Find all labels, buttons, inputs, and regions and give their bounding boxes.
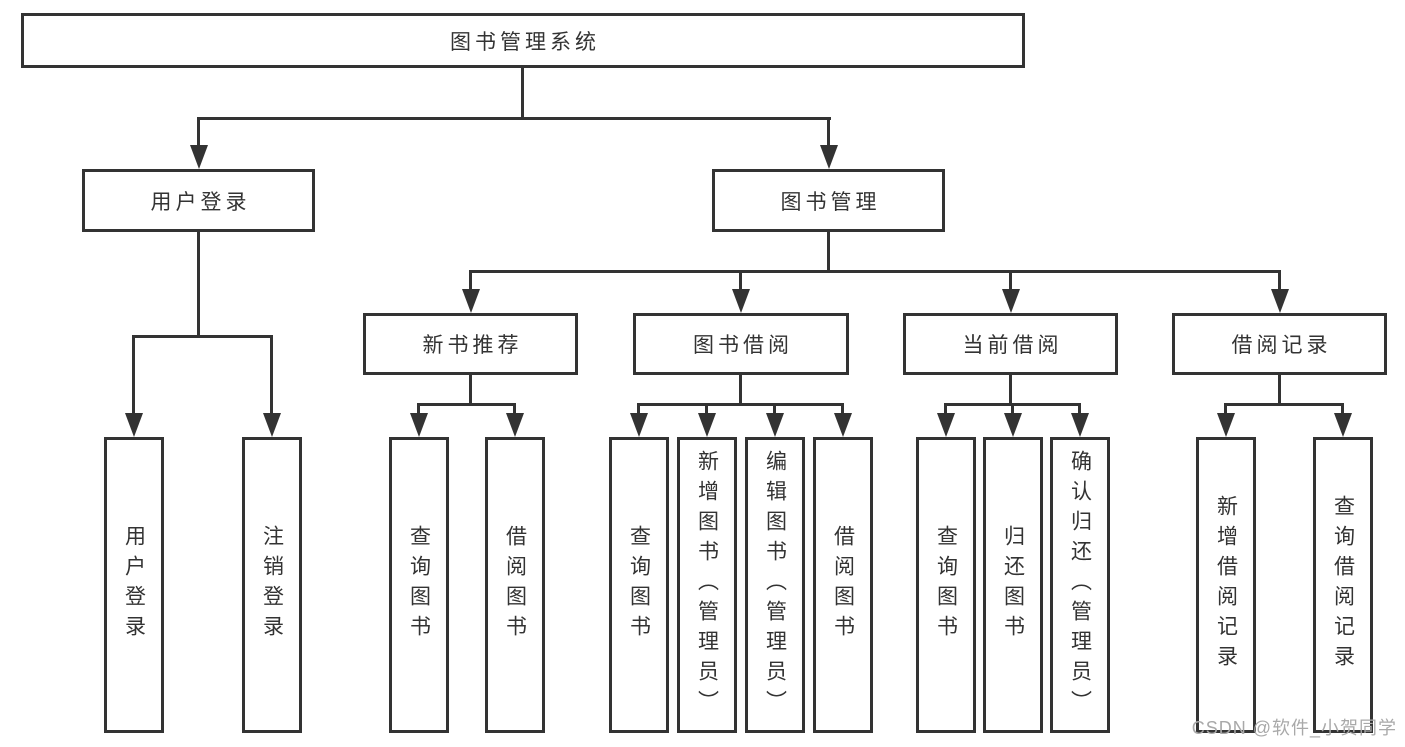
arrow-down-icon (766, 413, 784, 437)
connector-line (197, 120, 200, 146)
arrow-down-icon (834, 413, 852, 437)
leaf-query-borrow-record: 查询借阅记录 (1313, 437, 1373, 733)
arrow-down-icon (698, 413, 716, 437)
connector-line (637, 406, 640, 413)
connector-line (417, 403, 516, 406)
arrow-down-icon (1217, 413, 1235, 437)
arrow-down-icon (1334, 413, 1352, 437)
connector-line (827, 120, 830, 146)
connector-line (841, 406, 844, 413)
connector-line (944, 403, 1081, 406)
leaf-add-borrow-record: 新增借阅记录 (1196, 437, 1256, 733)
arrow-down-icon (1004, 413, 1022, 437)
leaf-return-books: 归还图书 (983, 437, 1043, 733)
arrow-down-icon (462, 289, 480, 313)
connector-line (270, 338, 273, 413)
arrow-down-icon (410, 413, 428, 437)
connector-line (513, 406, 516, 413)
arrow-down-icon (1002, 289, 1020, 313)
leaf-query-books-current: 查询图书 (916, 437, 976, 733)
node-library-management-system: 图书管理系统 (21, 13, 1025, 68)
connector-line (1341, 406, 1344, 413)
connector-line (197, 232, 200, 338)
leaf-confirm-return-admin: 确认归还（管理员） (1050, 437, 1110, 733)
arrow-down-icon (125, 413, 143, 437)
connector-line (637, 403, 844, 406)
leaf-user-login: 用户登录 (104, 437, 164, 733)
connector-line (944, 406, 947, 413)
connector-line (1224, 403, 1344, 406)
connector-line (132, 338, 135, 413)
arrow-down-icon (937, 413, 955, 437)
connector-line (197, 117, 831, 120)
leaf-logout-login: 注销登录 (242, 437, 302, 733)
connector-line (1278, 273, 1281, 289)
connector-line (1011, 406, 1014, 413)
connector-line (132, 335, 273, 338)
node-book-borrowing: 图书借阅 (633, 313, 849, 375)
arrow-down-icon (506, 413, 524, 437)
csdn-watermark: CSDN @软件_小贺同学 (1191, 718, 1397, 738)
leaf-query-books-borrowing: 查询图书 (609, 437, 669, 733)
connector-line (739, 375, 742, 406)
leaf-add-books-admin: 新增图书（管理员） (677, 437, 737, 733)
arrow-down-icon (1071, 413, 1089, 437)
connector-line (469, 375, 472, 406)
connector-line (521, 68, 524, 118)
connector-line (773, 406, 776, 413)
connector-line (469, 270, 1281, 273)
connector-line (417, 406, 420, 413)
node-user-login: 用户登录 (82, 169, 315, 232)
connector-line (827, 232, 830, 273)
arrow-down-icon (263, 413, 281, 437)
connector-line (1009, 375, 1012, 406)
leaf-query-books-recommend: 查询图书 (389, 437, 449, 733)
arrow-down-icon (190, 145, 208, 169)
arrow-down-icon (732, 289, 750, 313)
connector-line (1078, 406, 1081, 413)
leaf-borrow-books-recommend: 借阅图书 (485, 437, 545, 733)
node-borrowing-records: 借阅记录 (1172, 313, 1387, 375)
connector-line (739, 273, 742, 289)
arrow-down-icon (630, 413, 648, 437)
connector-line (1009, 273, 1012, 289)
node-book-management: 图书管理 (712, 169, 945, 232)
connector-line (705, 406, 708, 413)
leaf-edit-books-admin: 编辑图书（管理员） (745, 437, 805, 733)
arrow-down-icon (1271, 289, 1289, 313)
leaf-borrow-books-borrowing: 借阅图书 (813, 437, 873, 733)
node-current-borrowing: 当前借阅 (903, 313, 1118, 375)
connector-line (1278, 375, 1281, 406)
arrow-down-icon (820, 145, 838, 169)
connector-line (1224, 406, 1227, 413)
node-new-book-recommendation: 新书推荐 (363, 313, 578, 375)
connector-line (469, 273, 472, 289)
